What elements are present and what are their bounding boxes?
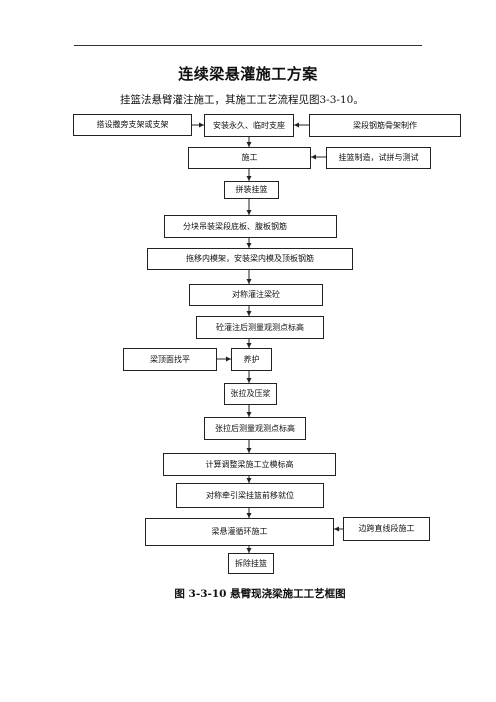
node-tension-grout: 张拉及压浆	[224, 383, 277, 405]
figure-caption: 图 3-3-10 悬臂现浇梁施工工艺框图	[174, 588, 346, 600]
node-measure-after-pour: 砼灌注后测量观测点标高	[196, 316, 324, 339]
node-remove-cradle: 拆除挂篮	[228, 553, 274, 574]
node-erect-support: 搭设撒旁支架或支架	[73, 114, 192, 136]
node-assemble-cradle: 拼装挂篮	[224, 181, 279, 199]
intro-paragraph: 挂篮法悬臂灌注施工，其施工工艺流程见图3-3-10。	[120, 94, 364, 106]
node-construction: 施工	[188, 147, 311, 169]
node-measure-after-tension: 张拉后测量观测点标高	[204, 417, 306, 440]
header-rule	[74, 45, 422, 46]
node-cradle-fabrication: 挂篮制造，试拼与测试	[326, 147, 431, 169]
node-level-top: 梁顶面找平	[123, 348, 217, 371]
node-install-bearings: 安装永久、临时支座	[204, 114, 294, 137]
document-title: 连续梁悬灌施工方案	[178, 65, 318, 83]
node-adjust-elevation: 计算调整梁施工立模标高	[163, 453, 336, 476]
node-side-span: 边跨直线段施工	[343, 517, 430, 541]
node-pour-concrete: 对称灌注梁砼	[189, 284, 323, 306]
node-rebar-cage: 梁段钢筋骨架制作	[309, 114, 461, 137]
node-move-inner-form: 拖移内模架，安装梁内模及顶板钢筋	[147, 248, 353, 270]
node-curing: 养护	[231, 348, 272, 371]
node-advance-cradle: 对称牵引梁挂篮前移就位	[176, 483, 324, 508]
node-cycle-construction: 梁悬灌循环施工	[145, 518, 334, 546]
node-hoist-rebar: 分块吊装梁段底板、腹板钢筋	[164, 215, 337, 238]
